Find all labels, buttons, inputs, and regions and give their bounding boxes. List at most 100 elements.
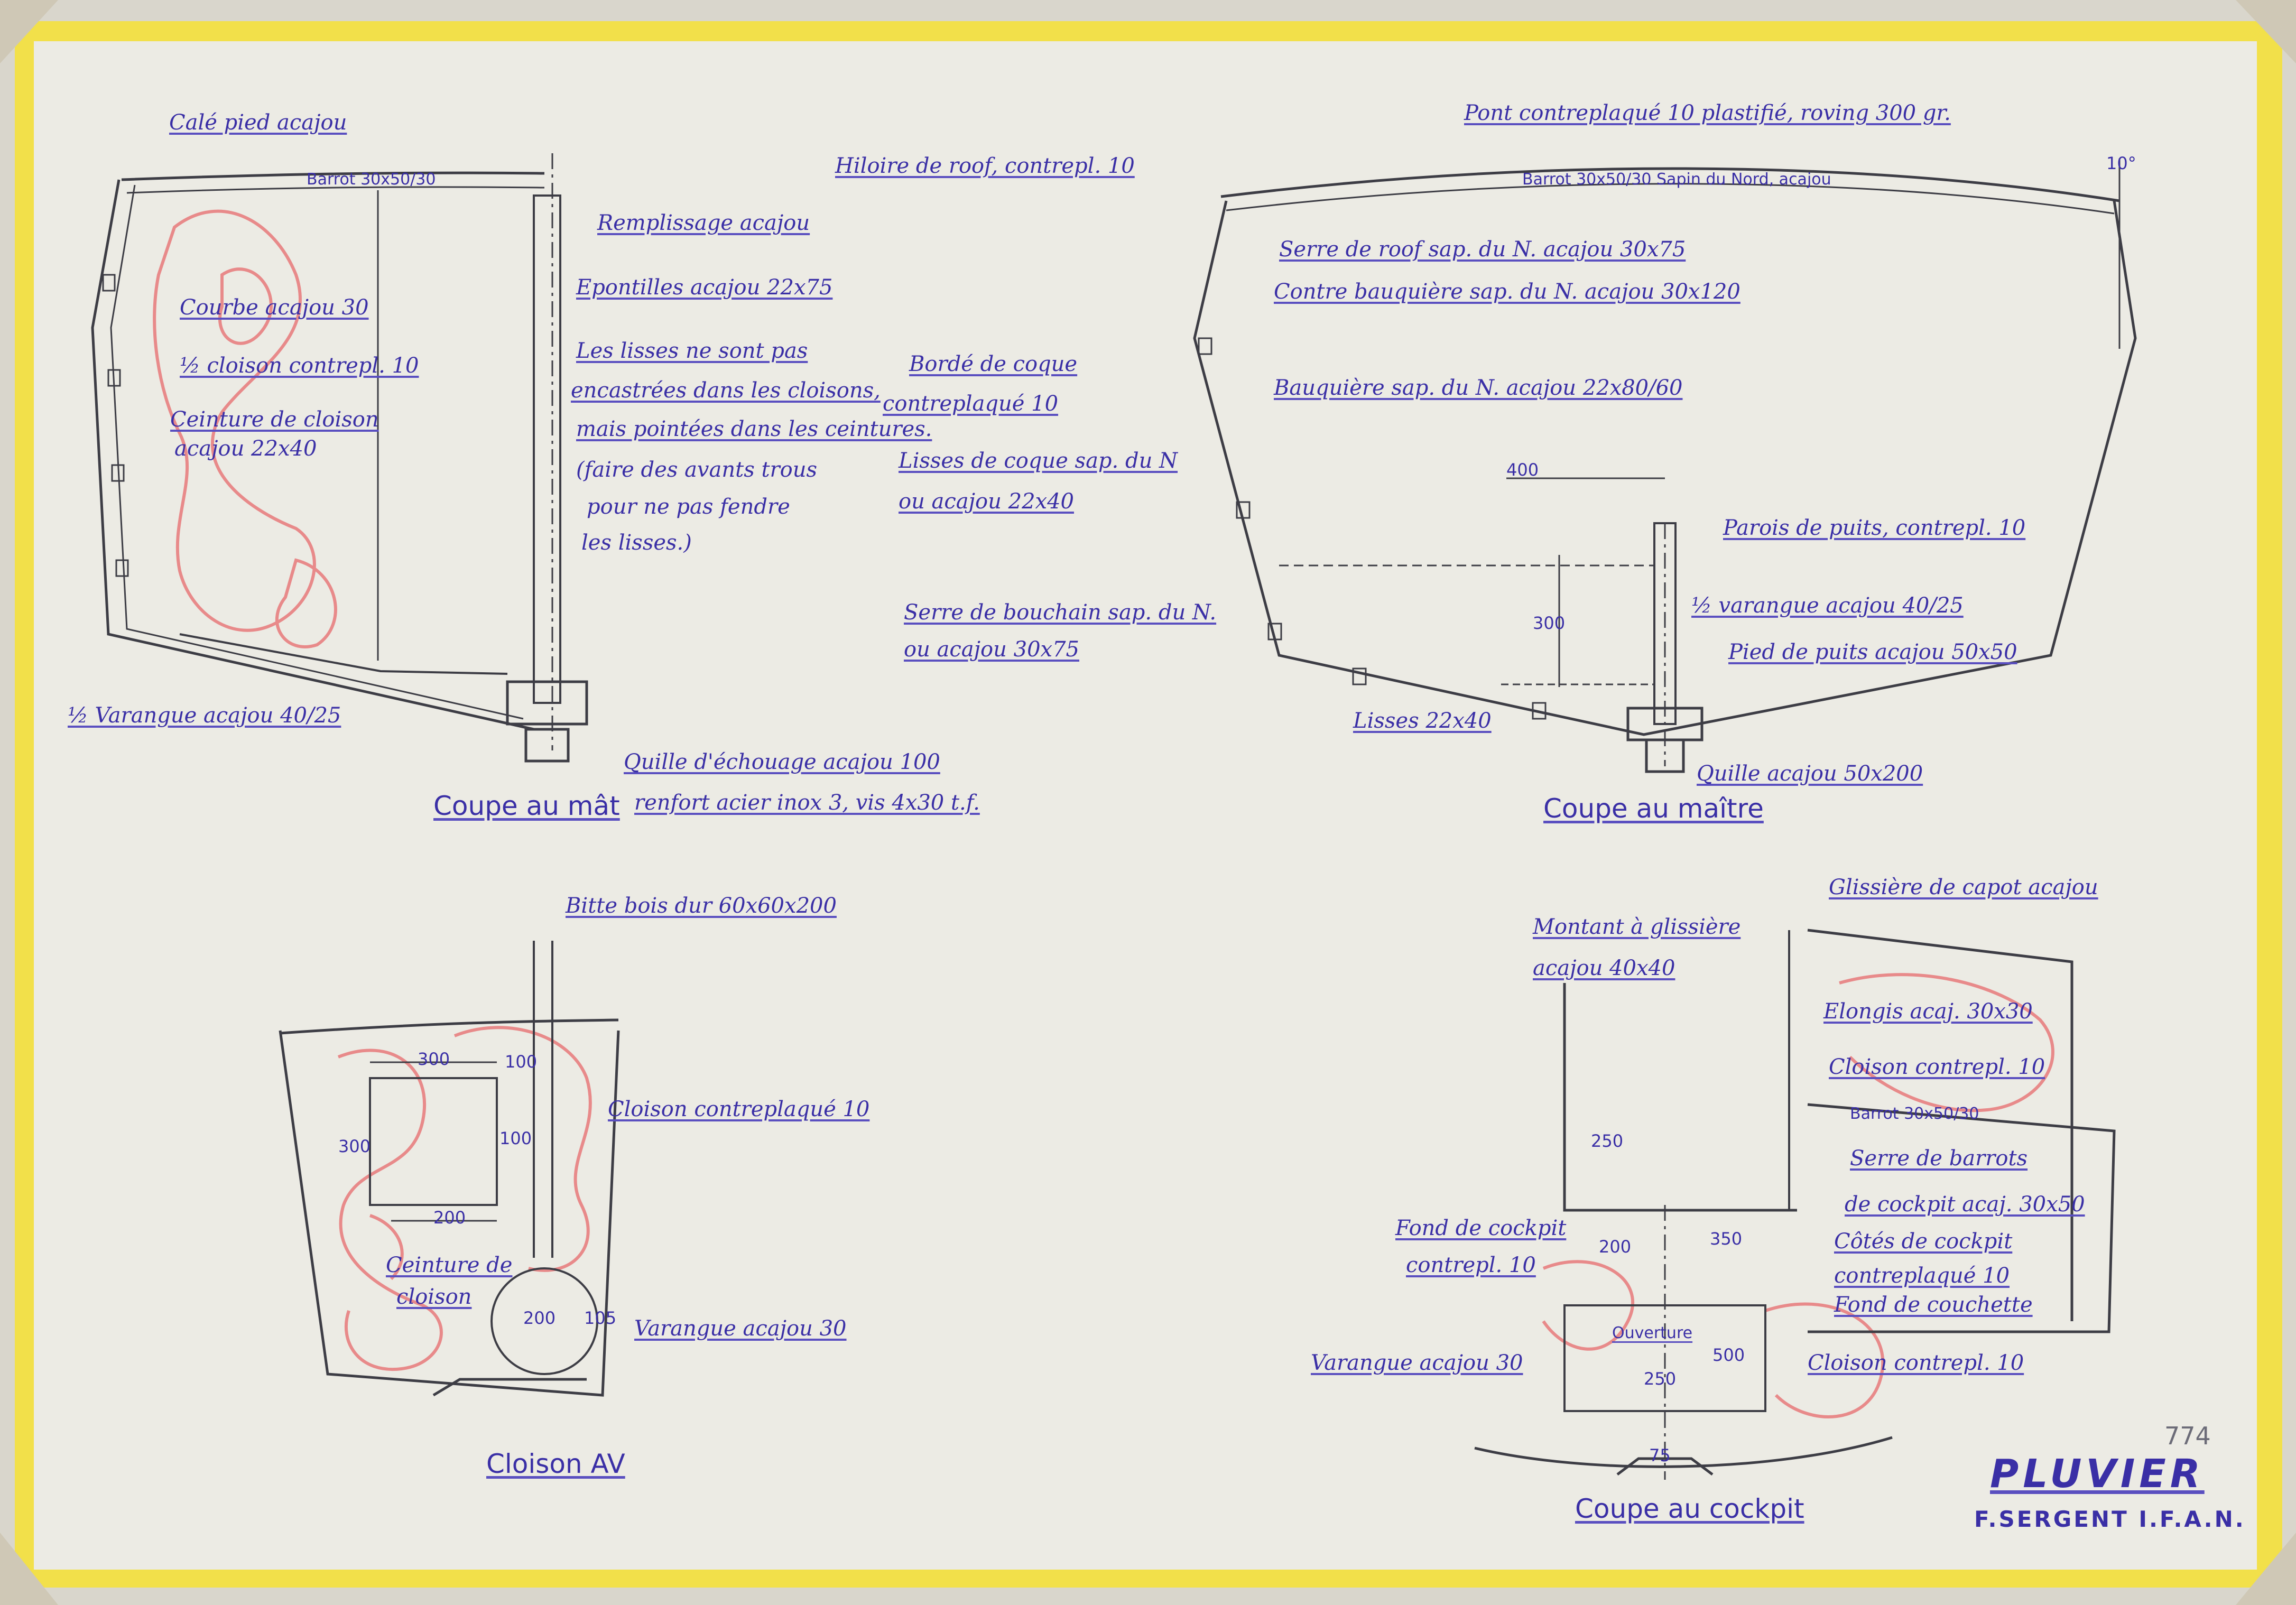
label-serre-roof: Serre de roof sap. du N. acajou 30x75 <box>1279 237 1686 262</box>
label-montant-acajou: acajou 40x40 <box>1533 956 1675 980</box>
mast-keel-block <box>506 680 588 726</box>
deck-bulkhead <box>280 1018 619 1035</box>
label-varangue-cockpit: Varangue acajou 30 <box>1311 1351 1523 1375</box>
stringer-m1 <box>1198 337 1212 355</box>
label-serre-cockpit: de cockpit acaj. 30x50 <box>1845 1192 2085 1217</box>
floor-bulkhead <box>432 1378 587 1397</box>
title-coupe-cockpit: Coupe au cockpit <box>1575 1493 1804 1524</box>
label-serre-acajou: ou acajou 30x75 <box>904 637 1079 662</box>
sheet-number: 774 <box>2164 1422 2211 1450</box>
hull-outline-mast <box>91 179 534 731</box>
label-demi-varangue-master: ½ varangue acajou 40/25 <box>1691 593 1964 618</box>
dim-bh-200-circle: 200 <box>523 1308 556 1328</box>
label-remplissage: Remplissage acajou <box>597 211 810 235</box>
deck-master <box>1220 167 2120 202</box>
deck-master-lower <box>1226 183 2115 215</box>
hull-bottom-cockpit <box>1474 1436 1893 1468</box>
hull-inner-mast <box>110 184 524 720</box>
label-elongis: Elongis acaj. 30x30 <box>1823 999 2033 1024</box>
dim-ck-250-opening: 250 <box>1644 1369 1677 1389</box>
deck-beam-mast <box>121 171 545 181</box>
label-ouverture: Ouverture <box>1612 1324 1693 1342</box>
title-cloison-av: Cloison AV <box>486 1449 625 1479</box>
note-lisses-2: encastrées dans les cloisons, <box>571 378 881 403</box>
stringer-m5 <box>1532 702 1547 720</box>
label-cloison-cockpit-top: Cloison contrepl. 10 <box>1829 1055 2045 1079</box>
note-lisses-6: les lisses.) <box>581 531 692 555</box>
dim-bh-200-bottom: 200 <box>433 1208 466 1228</box>
designer-signature: F.SERGENT I.F.A.N. <box>1974 1506 2246 1532</box>
label-cloison-word: cloison <box>396 1285 472 1309</box>
corner-tape-bl <box>0 1533 58 1605</box>
label-cloison-contreplaque: Cloison contreplaqué 10 <box>608 1097 870 1121</box>
label-serre-bouchain: Serre de bouchain sap. du N. <box>904 600 1217 625</box>
label-bitte: Bitte bois dur 60x60x200 <box>566 894 837 918</box>
cockpit-side-left <box>1563 983 1797 1212</box>
section-master-drawing <box>1193 159 2137 773</box>
label-courbe: Courbe acajou 30 <box>180 295 369 320</box>
corner-tape-br <box>2236 1533 2296 1605</box>
label-ceinture-cloison: Ceinture de cloison <box>170 407 379 432</box>
label-glissiere: Glissière de capot acajou <box>1829 875 2098 899</box>
dim-400: 400 <box>1506 460 1539 480</box>
label-ceinture-de: Ceinture de <box>386 1253 513 1277</box>
stringer-1 <box>102 274 116 292</box>
label-demi-varangue-mast: ½ Varangue acajou 40/25 <box>68 703 341 728</box>
crayon-hatch-cockpit <box>1542 973 2054 1418</box>
label-cotes-cockpit: Côtés de cockpit <box>1834 1229 2013 1254</box>
note-lisses-3: mais pointées dans les ceintures. <box>576 417 932 441</box>
note-lisses-5: pour ne pas fendre <box>587 495 790 519</box>
floor-mast <box>179 633 508 675</box>
label-barrot-mast: Barrot 30x50/30 <box>307 170 436 189</box>
section-mast-drawing <box>91 153 588 763</box>
title-coupe-mat: Coupe au mât <box>433 791 620 821</box>
title-coupe-maitre: Coupe au maître <box>1543 793 1764 824</box>
bulkhead-opening-square <box>369 1077 498 1206</box>
dim-bh-100-mid: 100 <box>499 1128 532 1148</box>
label-montant: Montant à glissière <box>1533 915 1741 939</box>
dim-bh-300-top: 300 <box>418 1049 450 1069</box>
label-quille-acajou: Quille acajou 50x200 <box>1697 762 1923 786</box>
label-hiloire: Hiloire de roof, contrepl. 10 <box>835 154 1135 178</box>
dim-bh-100-side: 100 <box>505 1052 538 1072</box>
label-cotes-contreplaque: contreplaqué 10 <box>1834 1264 2010 1288</box>
label-pont: Pont contreplaqué 10 plastifié, roving 3… <box>1464 101 1951 125</box>
label-angle: 10° <box>2106 153 2136 173</box>
label-fond-cockpit: Fond de cockpit <box>1395 1216 1567 1240</box>
dim-ck-75: 75 <box>1649 1445 1671 1465</box>
corner-tape-tl <box>0 0 58 63</box>
label-lisses-coque: Lisses de coque sap. du N <box>899 449 1178 473</box>
label-fond-contrepl: contrepl. 10 <box>1406 1253 1536 1277</box>
note-lisses-1: Les lisses ne sont pas <box>576 339 808 363</box>
label-ceinture-acajou: acajou 22x40 <box>174 437 317 461</box>
label-lisses-acajou: ou acajou 22x40 <box>899 489 1074 514</box>
mast-pillar <box>533 194 561 704</box>
label-cale-pied: Calé pied acajou <box>169 110 347 135</box>
dim-ck-350: 350 <box>1710 1229 1743 1249</box>
deck-beam-mast-lower <box>126 186 545 194</box>
keel-cockpit <box>1616 1457 1714 1476</box>
label-serre-barrots: Serre de barrots <box>1850 1146 2028 1171</box>
stringer-2 <box>107 369 121 387</box>
label-borde-coque: Bordé de coque <box>909 352 1078 376</box>
label-barrot-master: Barrot 30x50/30 Sapin du Nord, acajou <box>1522 170 1831 189</box>
label-cloison-cockpit-bottom: Cloison contrepl. 10 <box>1808 1351 2024 1375</box>
label-demi-cloison: ½ cloison contrepl. 10 <box>180 354 419 378</box>
label-epontilles: Epontilles acajou 22x75 <box>576 275 833 300</box>
label-parois-puits: Parois de puits, contrepl. 10 <box>1723 516 2026 540</box>
dim-300-master: 300 <box>1533 613 1566 633</box>
coaming-top <box>1807 929 2073 1321</box>
stringer-m3 <box>1267 623 1282 641</box>
keel-bottom-master <box>1645 738 1685 773</box>
dim-bh-300-left: 300 <box>338 1136 371 1156</box>
label-lisses-22x40: Lisses 22x40 <box>1353 709 1492 733</box>
stringer-4 <box>115 559 129 577</box>
bulkhead-opening-round <box>490 1267 598 1375</box>
dim-ck-500: 500 <box>1712 1345 1745 1365</box>
paper-sheet <box>34 41 2257 1570</box>
stringer-3 <box>111 464 125 482</box>
label-quille-echouage: Quille d'échouage acajou 100 <box>624 750 940 774</box>
section-cockpit-drawing <box>1474 929 2116 1480</box>
label-contre-bauquiere: Contre bauquière sap. du N. acajou 30x12… <box>1274 280 1740 304</box>
